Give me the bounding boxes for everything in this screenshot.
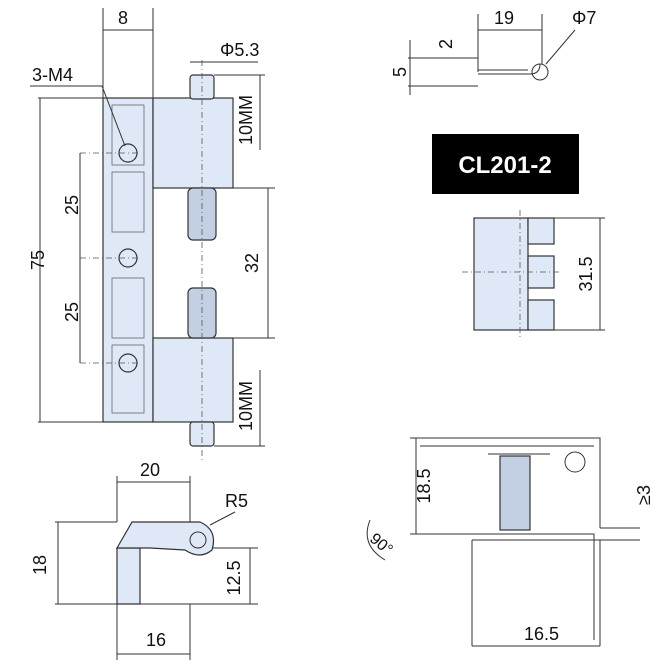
dim-ge3: ≥3 [634, 485, 654, 505]
plate-cutout [111, 104, 145, 166]
dim-phi7: Φ7 [572, 8, 596, 28]
dim-width-8: 8 [118, 8, 128, 28]
bottom-left-view: 20 R5 18 12.5 16 [30, 460, 258, 660]
model-label: CL201-2 [432, 134, 579, 194]
dim-pin-10mm-bottom: 10MM [236, 381, 256, 431]
dim-18-5: 18.5 [414, 468, 434, 503]
dim-pin-10mm-top: 10MM [236, 95, 256, 145]
front-view: 8 3-M4 Φ5.3 75 25 25 32 10MM 10MM [28, 8, 275, 460]
dim-16: 16 [146, 630, 166, 650]
dim-90-degrees: 90° [366, 530, 395, 559]
plate-cutout [111, 277, 145, 339]
dim-pin-diameter: Φ5.3 [220, 40, 259, 60]
top-right-view: 19 Φ7 2 5 [390, 8, 596, 95]
upper-spring-pin [187, 187, 217, 241]
dim-12-5: 12.5 [224, 560, 244, 595]
model-label-text: CL201-2 [458, 152, 551, 179]
plate-cutout [111, 344, 145, 414]
bottom-right-view: 18.5 ≥3 90° 16.5 [366, 437, 654, 647]
dim-height-75: 75 [28, 250, 48, 270]
dim-spring-32: 32 [242, 253, 262, 273]
dim-thread-3m4: 3-M4 [32, 65, 73, 85]
dim-5: 5 [390, 67, 410, 77]
upper-barrel-block [152, 97, 234, 189]
dim-2: 2 [436, 39, 456, 49]
dim-31-5: 31.5 [576, 256, 596, 291]
dim-r5: R5 [225, 491, 248, 511]
dim-pitch-25-bottom: 25 [62, 302, 82, 322]
dim-16-5: 16.5 [524, 624, 559, 644]
side-view: 31.5 [462, 210, 605, 340]
dim-19: 19 [494, 8, 514, 28]
dim-20: 20 [140, 460, 160, 480]
plate-cutout [111, 171, 145, 233]
dim-pitch-25-top: 25 [62, 195, 82, 215]
dim-18: 18 [30, 555, 50, 575]
lower-barrel-block [152, 337, 234, 423]
